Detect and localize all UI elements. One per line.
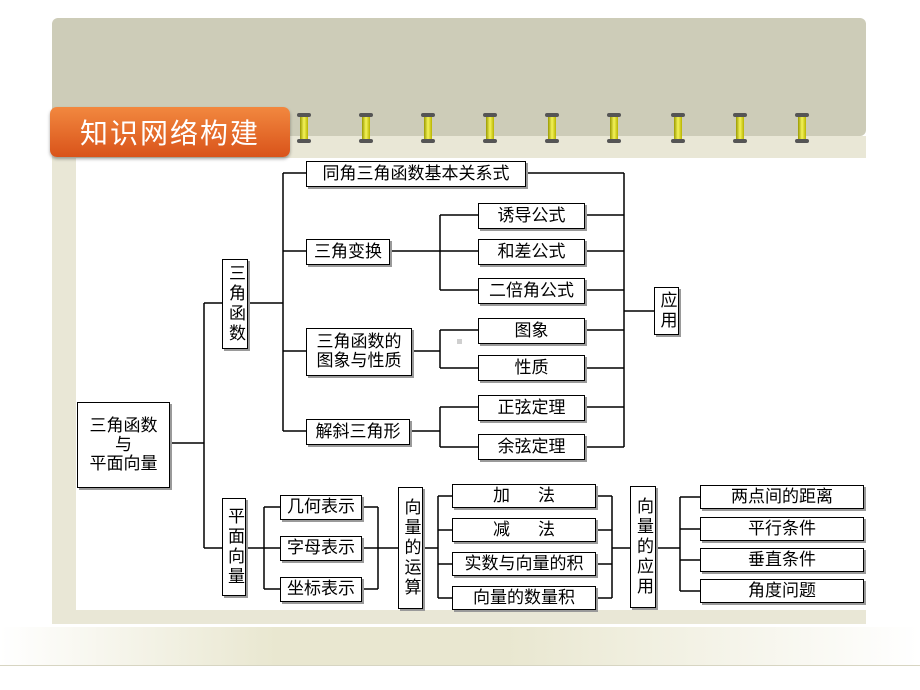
- transform-item-sum-diff: 和差公式: [478, 239, 585, 265]
- application-parallel: 平行条件: [700, 517, 864, 541]
- transform-item-double-angle: 二倍角公式: [478, 278, 585, 304]
- binder-ring-icon: [795, 113, 809, 143]
- binder-ring-icon: [359, 113, 373, 143]
- graph-properties-node: 三角函数的 图象与性质: [306, 328, 412, 376]
- binder-ring-icon: [733, 113, 747, 143]
- binder-ring-icon: [671, 113, 685, 143]
- trig-branch-node: 三角函数: [222, 259, 248, 349]
- application-distance: 两点间的距离: [700, 485, 864, 509]
- graph-item-image: 图象: [478, 318, 585, 344]
- triangle-node: 解斜三角形: [306, 419, 410, 445]
- representation-geometric: 几何表示: [280, 495, 362, 520]
- triangle-item-cosine: 余弦定理: [478, 434, 585, 460]
- vector-branch-node: 平面向量: [222, 498, 246, 596]
- page-title: 知识网络构建: [79, 117, 260, 150]
- transform-node: 三角变换: [306, 239, 390, 265]
- binder-ring-icon: [421, 113, 435, 143]
- applications-label-node: 向量的应用: [630, 486, 656, 608]
- root-node: 三角函数 与 平面向量: [77, 402, 170, 488]
- application-angle: 角度问题: [700, 579, 864, 603]
- marker-dot: [457, 339, 462, 344]
- title-tab: 知识网络构建: [50, 107, 290, 157]
- operation-subtract: 减法: [452, 518, 596, 542]
- operation-scalar-multiply: 实数与向量的积: [452, 552, 596, 576]
- representation-coordinate: 坐标表示: [280, 577, 362, 602]
- transform-item-induction: 诱导公式: [478, 203, 585, 229]
- operation-dot-product: 向量的数量积: [452, 586, 596, 610]
- graph-item-property: 性质: [478, 355, 585, 381]
- operation-add: 加法: [452, 484, 596, 508]
- identities-node: 同角三角函数基本关系式: [306, 161, 526, 187]
- application-perpendicular: 垂直条件: [700, 548, 864, 572]
- binder-ring-icon: [297, 113, 311, 143]
- binder-ring-icon: [545, 113, 559, 143]
- footer-divider: [0, 665, 920, 666]
- operations-label-node: 向量的运算: [398, 487, 423, 609]
- application-node: 应用: [654, 287, 679, 335]
- binder-ring-icon: [607, 113, 621, 143]
- triangle-item-sine: 正弦定理: [478, 395, 585, 421]
- binder-ring-icon: [483, 113, 497, 143]
- representation-letter: 字母表示: [280, 536, 362, 561]
- footer-stripe: [0, 627, 920, 665]
